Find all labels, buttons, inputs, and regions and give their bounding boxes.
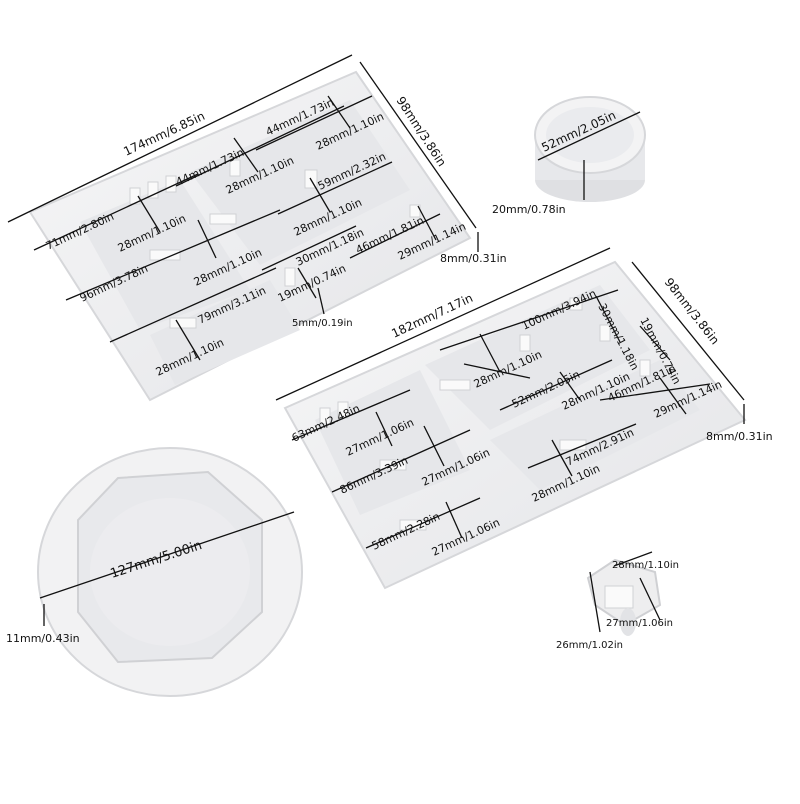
small-mold-width-label: 28mm/1.10in — [612, 560, 679, 571]
tray1-label-p: 5mm/0.19in — [292, 318, 353, 329]
coaster-height-label: 11mm/0.43in — [6, 632, 80, 645]
tray-mold-2 — [283, 260, 747, 590]
dimension-lines — [7, 54, 745, 633]
round-box-height-label: 20mm/0.78in — [492, 203, 566, 216]
tray2-depth-label: 8mm/0.31in — [706, 430, 773, 443]
tray1-depth-label: 8mm/0.31in — [440, 252, 507, 265]
small-mold-depth-label: 27mm/1.06in — [606, 618, 673, 629]
small-mold-height-label: 26mm/1.02in — [556, 640, 623, 651]
tray-mold-1 — [28, 70, 472, 402]
coaster-mold — [37, 447, 303, 697]
